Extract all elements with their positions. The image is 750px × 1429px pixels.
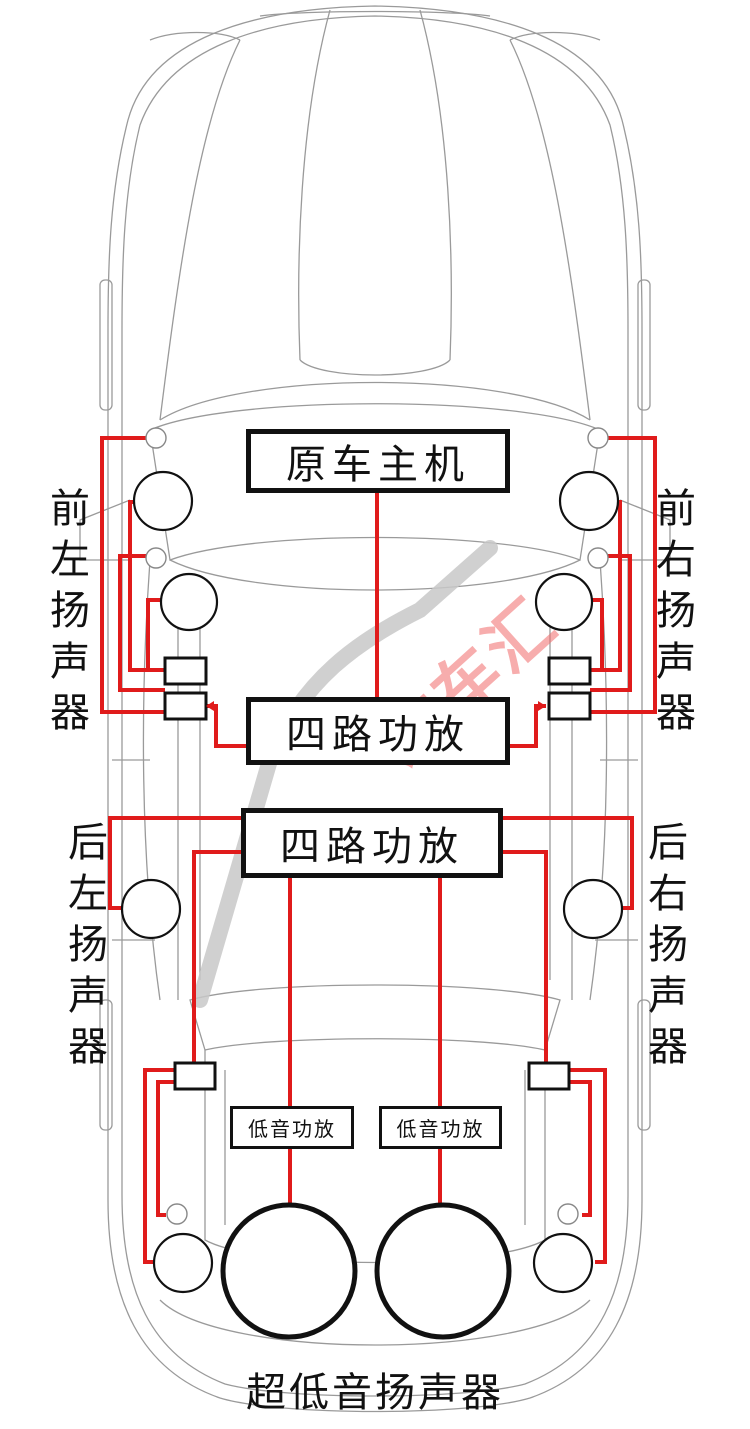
speaker-rear-right-2 (532, 1232, 594, 1294)
rear-amp-box: 四路功放 (241, 808, 503, 878)
crossover-front-right-1 (547, 656, 592, 686)
speaker-rear-right (562, 878, 624, 940)
rear-left-speaker-label: 后左扬声器 (68, 820, 108, 1070)
tweeter-rear-right (557, 1203, 579, 1225)
speaker-front-left-woofer (132, 470, 194, 532)
speaker-front-right-mid (534, 572, 594, 632)
sub-amp-right-box: 低音功放 (379, 1106, 502, 1149)
speaker-rear-left (120, 878, 182, 940)
subwoofer-label: 超低音扬声器 (246, 1370, 504, 1416)
tweeter-right-2 (587, 547, 609, 569)
subwoofer-left (220, 1202, 358, 1340)
sub-amp-left-box: 低音功放 (230, 1106, 354, 1149)
tweeter-rear-left (166, 1203, 188, 1225)
tweeter-front-right (587, 427, 609, 449)
crossover-front-left-2 (163, 691, 208, 721)
rear-right-speaker-label: 后右扬声器 (648, 820, 688, 1070)
crossover-rear-right (527, 1061, 571, 1091)
speaker-rear-left-2 (152, 1232, 214, 1294)
subwoofer-right (374, 1202, 512, 1340)
crossover-rear-left (173, 1061, 217, 1091)
front-right-speaker-label: 前右扬声器 (656, 486, 696, 736)
tweeter-left-2 (145, 547, 167, 569)
front-left-speaker-label: 前左扬声器 (50, 486, 90, 736)
crossover-front-right-2 (547, 691, 592, 721)
speaker-front-left-mid (159, 572, 219, 632)
front-amp-box: 四路功放 (246, 697, 510, 765)
speaker-front-right-woofer (558, 470, 620, 532)
tweeter-front-left (145, 427, 167, 449)
crossover-front-left-1 (163, 656, 208, 686)
head-unit-box: 原车主机 (246, 429, 510, 493)
